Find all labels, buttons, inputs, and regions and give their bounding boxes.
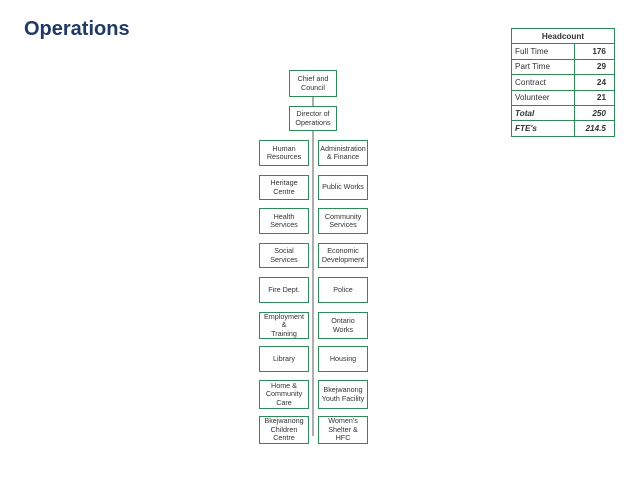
department-label: Home & Community Care xyxy=(265,380,303,407)
headcount-total-row: Total 250 xyxy=(511,104,615,122)
department-box-community-services: Community Services xyxy=(318,208,368,234)
director-of-operations-box: Director of Operations xyxy=(289,106,337,131)
headcount-value: 21 xyxy=(574,89,615,106)
headcount-value: 29 xyxy=(574,58,615,76)
department-label: Economic Development xyxy=(321,246,365,264)
headcount-label: Contract xyxy=(511,74,575,91)
department-label: Employment & Training xyxy=(264,311,304,338)
department-box-police: Police xyxy=(318,277,368,303)
department-box-heritage-centre: Heritage Centre xyxy=(259,175,309,200)
department-label: Public Works xyxy=(322,182,364,192)
department-box-public-works: Public Works xyxy=(318,175,368,200)
department-box-social-services: Social Services xyxy=(259,243,309,268)
department-box-economic-development: Economic Development xyxy=(318,243,368,268)
headcount-value: 24 xyxy=(574,74,615,91)
department-box-ontario-works: Ontario Works xyxy=(318,312,368,339)
department-label: Police xyxy=(333,284,353,294)
headcount-label: Full Time xyxy=(511,43,575,60)
department-box-administration-finance: Administration & Finance xyxy=(318,140,368,166)
chief-and-council-box: Chief and Council xyxy=(289,70,337,97)
department-label: Human Resources xyxy=(266,143,302,161)
headcount-fte-row: FTE's 214.5 xyxy=(511,120,615,137)
headcount-label: Total xyxy=(511,104,575,122)
department-label: Bkejwanong Children Centre xyxy=(264,416,304,443)
headcount-value: 250 xyxy=(574,104,615,122)
headcount-table: Headcount Full Time 176 Part Time 29 Con… xyxy=(511,27,615,137)
headcount-label: Volunteer xyxy=(511,89,575,106)
page-title: Operations xyxy=(24,18,130,40)
director-of-operations-label: Director of Operations xyxy=(295,109,331,127)
department-label: Ontario Works xyxy=(331,316,355,334)
department-box-housing: Housing xyxy=(318,346,368,372)
department-label: Heritage Centre xyxy=(270,178,298,196)
headcount-row: Volunteer 21 xyxy=(511,89,615,106)
department-label: Fire Dept. xyxy=(268,284,300,294)
department-label: Administration & Finance xyxy=(320,143,366,161)
department-box-human-resources: Human Resources xyxy=(259,140,309,166)
department-box-womens-shelter-hfc: Women's Shelter & HFC xyxy=(318,416,368,444)
department-box-health-services: Health Services xyxy=(259,208,309,234)
department-label: Library xyxy=(273,353,295,363)
department-box-home-community-care: Home & Community Care xyxy=(259,380,309,409)
department-label: Community Services xyxy=(324,211,362,229)
department-box-bkejwanong-youth-facility: Bkejwanong Youth Facility xyxy=(318,380,368,409)
department-label: Health Services xyxy=(270,211,298,229)
headcount-row: Part Time 29 xyxy=(511,58,615,76)
headcount-label: FTE's xyxy=(511,120,575,137)
department-label: Women's Shelter & HFC xyxy=(328,416,358,443)
department-box-library: Library xyxy=(259,346,309,372)
department-box-fire-dept: Fire Dept. xyxy=(259,277,309,303)
department-label: Bkejwanong Youth Facility xyxy=(321,385,365,403)
headcount-value: 214.5 xyxy=(574,120,615,137)
headcount-header-row: Headcount xyxy=(511,27,615,45)
headcount-row: Full Time 176 xyxy=(511,43,615,60)
department-label: Housing xyxy=(329,353,357,363)
headcount-row: Contract 24 xyxy=(511,74,615,91)
headcount-header: Headcount xyxy=(511,27,615,45)
chief-and-council-label: Chief and Council xyxy=(297,74,329,92)
department-box-employment-training: Employment & Training xyxy=(259,312,309,339)
headcount-value: 176 xyxy=(574,43,615,60)
department-box-bkejwanong-children-centre: Bkejwanong Children Centre xyxy=(259,416,309,444)
headcount-label: Part Time xyxy=(511,58,575,76)
department-label: Social Services xyxy=(270,246,298,264)
